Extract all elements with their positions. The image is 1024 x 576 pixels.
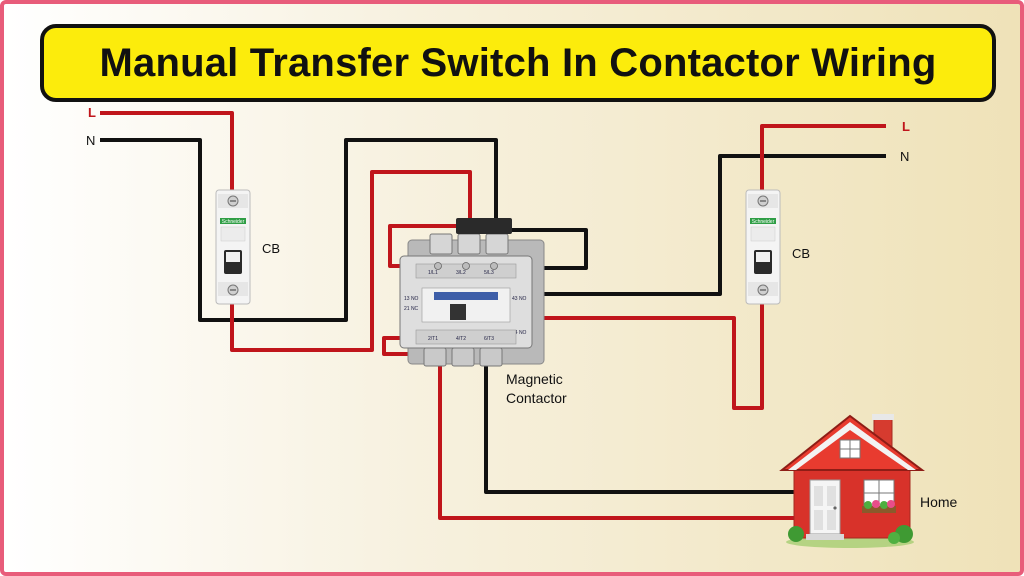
right-circuit-breaker: Schneider [745, 189, 781, 305]
home-label: Home [920, 494, 958, 510]
right-neutral-wire [520, 154, 886, 296]
right-cb-output-wire [424, 290, 764, 410]
screw-icon [434, 262, 442, 270]
right-line-wire [760, 124, 886, 198]
title-banner: Manual Transfer Switch In Contactor Wiri… [40, 24, 996, 102]
right-line-label: L [902, 119, 910, 134]
screw-icon [462, 262, 470, 270]
contactor-black-jumper [496, 228, 588, 270]
svg-text:1/L1: 1/L1 [428, 270, 438, 276]
svg-text:Schneider: Schneider [752, 219, 775, 225]
left-neutral-label: N [86, 133, 95, 148]
home-line-wire [438, 354, 794, 520]
left-line-label: L [88, 105, 96, 120]
svg-text:Schneider: Schneider [222, 219, 245, 225]
contactor-label-line2: Contactor [506, 390, 567, 406]
house-icon [779, 414, 925, 548]
page-title: Manual Transfer Switch In Contactor Wiri… [99, 40, 937, 85]
svg-text:6/T3: 6/T3 [484, 336, 494, 342]
left-breaker-label: CB [262, 241, 280, 256]
svg-text:3/L2: 3/L2 [456, 270, 466, 276]
svg-text:5/L3: 5/L3 [484, 270, 494, 276]
contactor-label-line1: Magnetic [506, 371, 563, 387]
svg-text:43 NO: 43 NO [512, 296, 527, 302]
left-neutral-wire [100, 138, 498, 322]
svg-text:13 NO: 13 NO [404, 296, 419, 302]
svg-text:4/T2: 4/T2 [456, 336, 466, 342]
svg-text:44 NO: 44 NO [512, 330, 527, 336]
left-circuit-breaker: Schneider [215, 189, 251, 305]
magnetic-contactor: 1/L1 3/L2 5/L3 13 NO 21 NC 43 NO 44 NO 2… [399, 218, 545, 367]
right-breaker-label: CB [792, 246, 810, 261]
left-line-wire [100, 111, 234, 200]
svg-text:21 NC: 21 NC [404, 306, 419, 312]
screw-icon [490, 262, 498, 270]
left-cb-output-wire [230, 170, 472, 352]
svg-text:2/T1: 2/T1 [428, 336, 438, 342]
wires [100, 111, 886, 520]
home-neutral-wire [484, 344, 794, 494]
wiring-diagram: Schneider Schneider [86, 105, 958, 548]
right-neutral-label: N [900, 149, 909, 164]
